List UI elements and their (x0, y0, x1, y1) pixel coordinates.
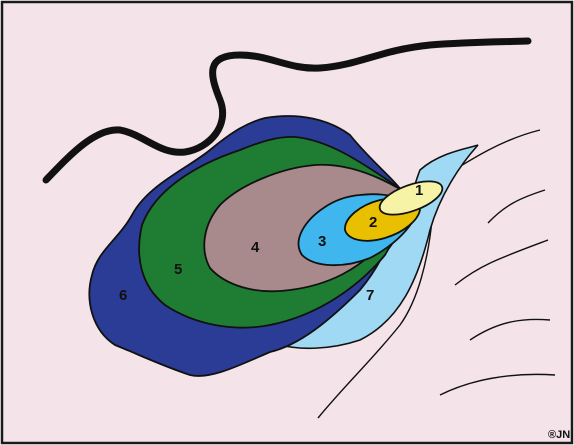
zone-label-4: 4 (251, 239, 260, 256)
zone-label-3: 3 (318, 233, 326, 250)
zone-label-5: 5 (174, 261, 182, 278)
zone-label-6: 6 (119, 287, 127, 304)
zone-label-2: 2 (369, 214, 377, 231)
zone-label-7: 7 (366, 287, 374, 304)
copyright-credit: ®JN (548, 429, 570, 441)
zone-label-1: 1 (415, 182, 423, 199)
